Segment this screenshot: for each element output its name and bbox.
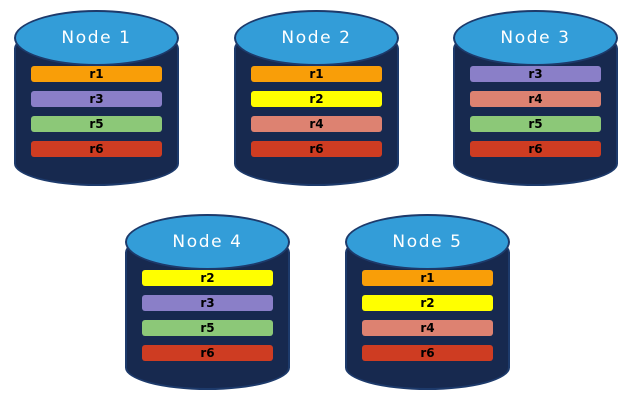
replica-stack: r1 r3 r5 r6 (31, 66, 162, 157)
replica-stack: r1 r2 r4 r6 (362, 270, 493, 361)
database-node-1[interactable]: Node 1 r1 r3 r5 r6 (14, 4, 179, 192)
replica-stack: r1 r2 r4 r6 (251, 66, 382, 157)
replica-bar-r5[interactable]: r5 (142, 320, 273, 336)
replica-bar-r4[interactable]: r4 (362, 320, 493, 336)
replica-stack: r2 r3 r5 r6 (142, 270, 273, 361)
replica-stack: r3 r4 r5 r6 (470, 66, 601, 157)
database-node-5[interactable]: Node 5 r1 r2 r4 r6 (345, 208, 510, 396)
node-label: Node 3 (500, 28, 571, 48)
replica-bar-r2[interactable]: r2 (251, 91, 382, 107)
node-label: Node 4 (172, 232, 243, 252)
replica-bar-r6[interactable]: r6 (142, 345, 273, 361)
replica-bar-r5[interactable]: r5 (31, 116, 162, 132)
replica-bar-r6[interactable]: r6 (470, 141, 601, 157)
replica-bar-r1[interactable]: r1 (251, 66, 382, 82)
cylinder-top-ellipse (125, 214, 290, 270)
replica-bar-r1[interactable]: r1 (31, 66, 162, 82)
replica-bar-r2[interactable]: r2 (362, 295, 493, 311)
cylinder-top-ellipse (345, 214, 510, 270)
replica-bar-r4[interactable]: r4 (251, 116, 382, 132)
replica-bar-r2[interactable]: r2 (142, 270, 273, 286)
replica-bar-r3[interactable]: r3 (31, 91, 162, 107)
node-label: Node 5 (392, 232, 463, 252)
database-node-3[interactable]: Node 3 r3 r4 r5 r6 (453, 4, 618, 192)
replica-bar-r6[interactable]: r6 (31, 141, 162, 157)
node-label: Node 2 (281, 28, 352, 48)
replica-bar-r3[interactable]: r3 (470, 66, 601, 82)
replica-bar-r1[interactable]: r1 (362, 270, 493, 286)
replica-bar-r4[interactable]: r4 (470, 91, 601, 107)
database-node-2[interactable]: Node 2 r1 r2 r4 r6 (234, 4, 399, 192)
replica-bar-r6[interactable]: r6 (362, 345, 493, 361)
cylinder-top-ellipse (453, 10, 618, 66)
replica-bar-r5[interactable]: r5 (470, 116, 601, 132)
database-node-4[interactable]: Node 4 r2 r3 r5 r6 (125, 208, 290, 396)
node-label: Node 1 (61, 28, 132, 48)
cylinder-top-ellipse (234, 10, 399, 66)
replica-bar-r3[interactable]: r3 (142, 295, 273, 311)
replica-bar-r6[interactable]: r6 (251, 141, 382, 157)
cylinder-top-ellipse (14, 10, 179, 66)
